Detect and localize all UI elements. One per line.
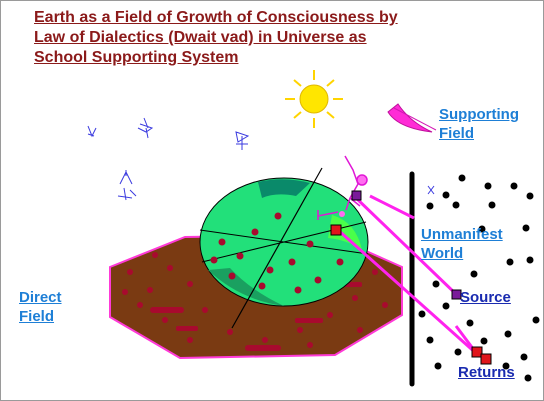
- unmanifest-world-label-2[interactable]: World: [421, 245, 464, 262]
- returns-marker-2: [480, 353, 492, 365]
- returns-marker-1: [471, 346, 483, 358]
- diagram-title: Earth as a Field of Growth of Consciousn…: [34, 8, 504, 68]
- doodle-figures: [87, 117, 435, 201]
- dish-icon: [387, 103, 437, 133]
- title-line-2: Law of Dialectics (Dwait vad) in Univers…: [34, 29, 367, 46]
- supporting-field-label-1[interactable]: Supporting: [439, 106, 519, 123]
- title-line-3: School Supporting System: [34, 49, 239, 66]
- unmanifest-dots: [418, 174, 540, 382]
- direct-field-label-2[interactable]: Field: [19, 308, 55, 325]
- connection-rays: [337, 194, 479, 357]
- source-label[interactable]: Source: [460, 289, 511, 306]
- figure-halo: [339, 211, 345, 217]
- earth-marker: [330, 224, 342, 236]
- supporting-field-label-2[interactable]: Field: [439, 125, 475, 142]
- title-line-1: Earth as a Field of Growth of Consciousn…: [34, 9, 398, 26]
- returns-label[interactable]: Returns: [458, 364, 515, 381]
- figure-marker: [351, 190, 362, 201]
- ground-dots: [122, 249, 388, 351]
- sun-icon: [285, 70, 343, 128]
- source-marker: [451, 289, 462, 300]
- direct-field-label-1[interactable]: Direct: [19, 289, 62, 306]
- unmanifest-world-label-1[interactable]: Unmanifest: [421, 226, 503, 243]
- earth-globe: [199, 167, 369, 329]
